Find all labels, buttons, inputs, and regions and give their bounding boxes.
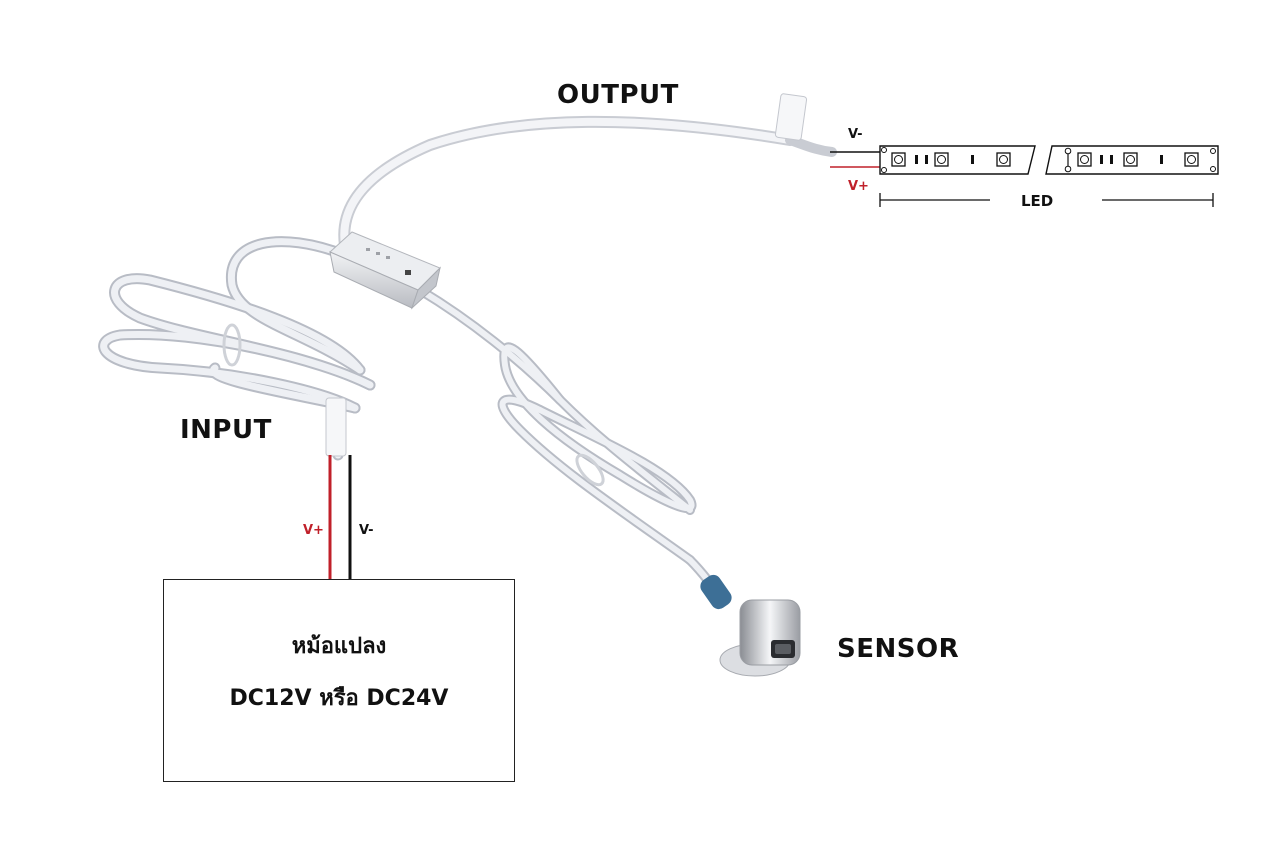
led-strip-segment-1 [879,145,1036,175]
power-transformer-box: หม้อแปลง DC12V หรือ DC24V [163,579,515,782]
led-label: LED [1021,192,1054,210]
input-vminus-label: V- [359,523,374,538]
input-vplus-label: V+ [303,523,324,538]
output-cable [338,115,837,251]
transformer-title: หม้อแปลง [291,634,387,659]
input-connector-tag [325,397,347,457]
sensor-cable-coil [415,285,727,605]
controller-box [329,231,441,310]
output-label: OUTPUT [557,80,679,110]
sensor-label: SENSOR [837,634,960,664]
led-vplus-label: V+ [848,179,869,194]
led-vminus-label: V- [848,127,863,142]
transformer-voltage: DC12V หรือ DC24V [229,686,449,711]
input-label: INPUT [180,415,272,445]
sensor-head [719,599,801,677]
led-dimension-line [879,193,1214,207]
led-strip-segment-2 [1045,145,1219,175]
output-connector-tag [774,93,808,141]
sensor-cable-sleeve [700,574,732,610]
